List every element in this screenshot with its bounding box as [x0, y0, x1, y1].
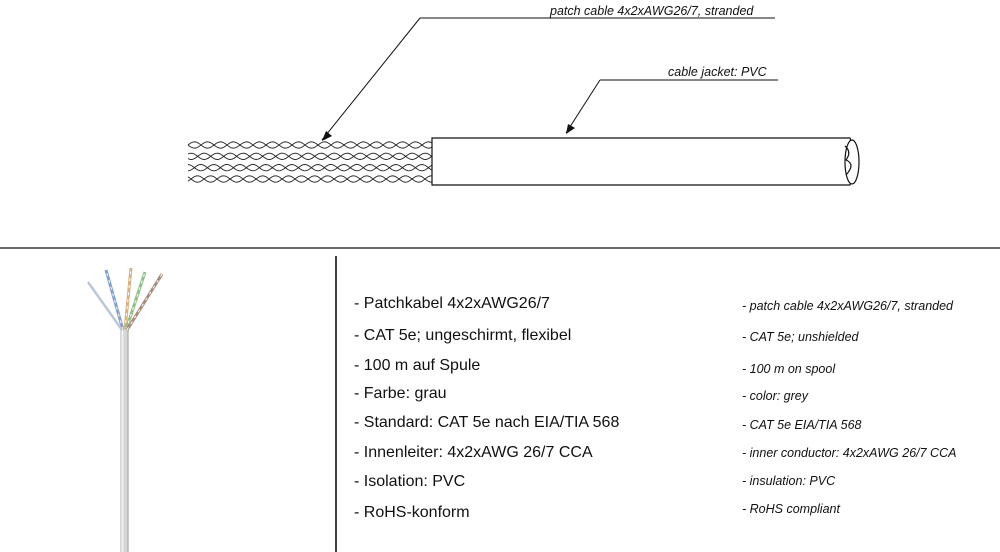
conductor-strand	[187, 175, 433, 183]
cable-jacket	[431, 137, 860, 186]
callout-patch-cable: patch cable 4x2xAWG26/7, stranded	[550, 4, 754, 18]
spec-english-item: - color: grey	[742, 389, 808, 403]
cable-photo	[87, 267, 164, 552]
conductor-strand	[187, 141, 433, 149]
spec-german-item: - RoHS-konform	[354, 504, 470, 521]
spec-german-item: - Patchkabel 4x2xAWG26/7	[354, 295, 550, 312]
leader-patch-cable	[321, 17, 775, 141]
leader-arrowhead-patch-cable	[322, 131, 332, 141]
conductor-strand	[187, 152, 433, 160]
spec-german-item: - CAT 5e; ungeschirmt, flexibel	[354, 327, 572, 344]
spec-english-item: - CAT 5e EIA/TIA 568	[742, 418, 862, 432]
conductor-strand	[187, 152, 433, 160]
spec-english-item: - patch cable 4x2xAWG26/7, stranded	[742, 299, 953, 313]
spec-english-item: - 100 m on spool	[742, 362, 836, 376]
spec-german-item: - Standard: CAT 5e nach EIA/TIA 568	[354, 414, 620, 431]
spec-german-item: - Isolation: PVC	[354, 473, 466, 490]
leader-cable-jacket	[565, 79, 778, 134]
twisted-conductor-strands	[187, 141, 433, 183]
spec-english-item: - insulation: PVC	[742, 474, 836, 488]
leader-arrowhead-cable-jacket	[566, 124, 575, 134]
callout-cable-jacket: cable jacket: PVC	[668, 65, 767, 79]
spec-english-item: - CAT 5e; unshielded	[742, 330, 859, 344]
spec-german-item: - Farbe: grau	[354, 385, 447, 402]
spec-english-item: - RoHS compliant	[742, 502, 840, 516]
conductor-strand	[187, 164, 433, 172]
spec-german-item: - 100 m auf Spule	[354, 357, 481, 374]
conductor-strand	[187, 164, 433, 172]
spec-english-item: - inner conductor: 4x2xAWG 26/7 CCA	[742, 446, 957, 460]
conductor-strand	[187, 175, 433, 183]
conductor-strand	[187, 141, 433, 149]
spec-german-item: - Innenleiter: 4x2xAWG 26/7 CCA	[354, 444, 593, 461]
